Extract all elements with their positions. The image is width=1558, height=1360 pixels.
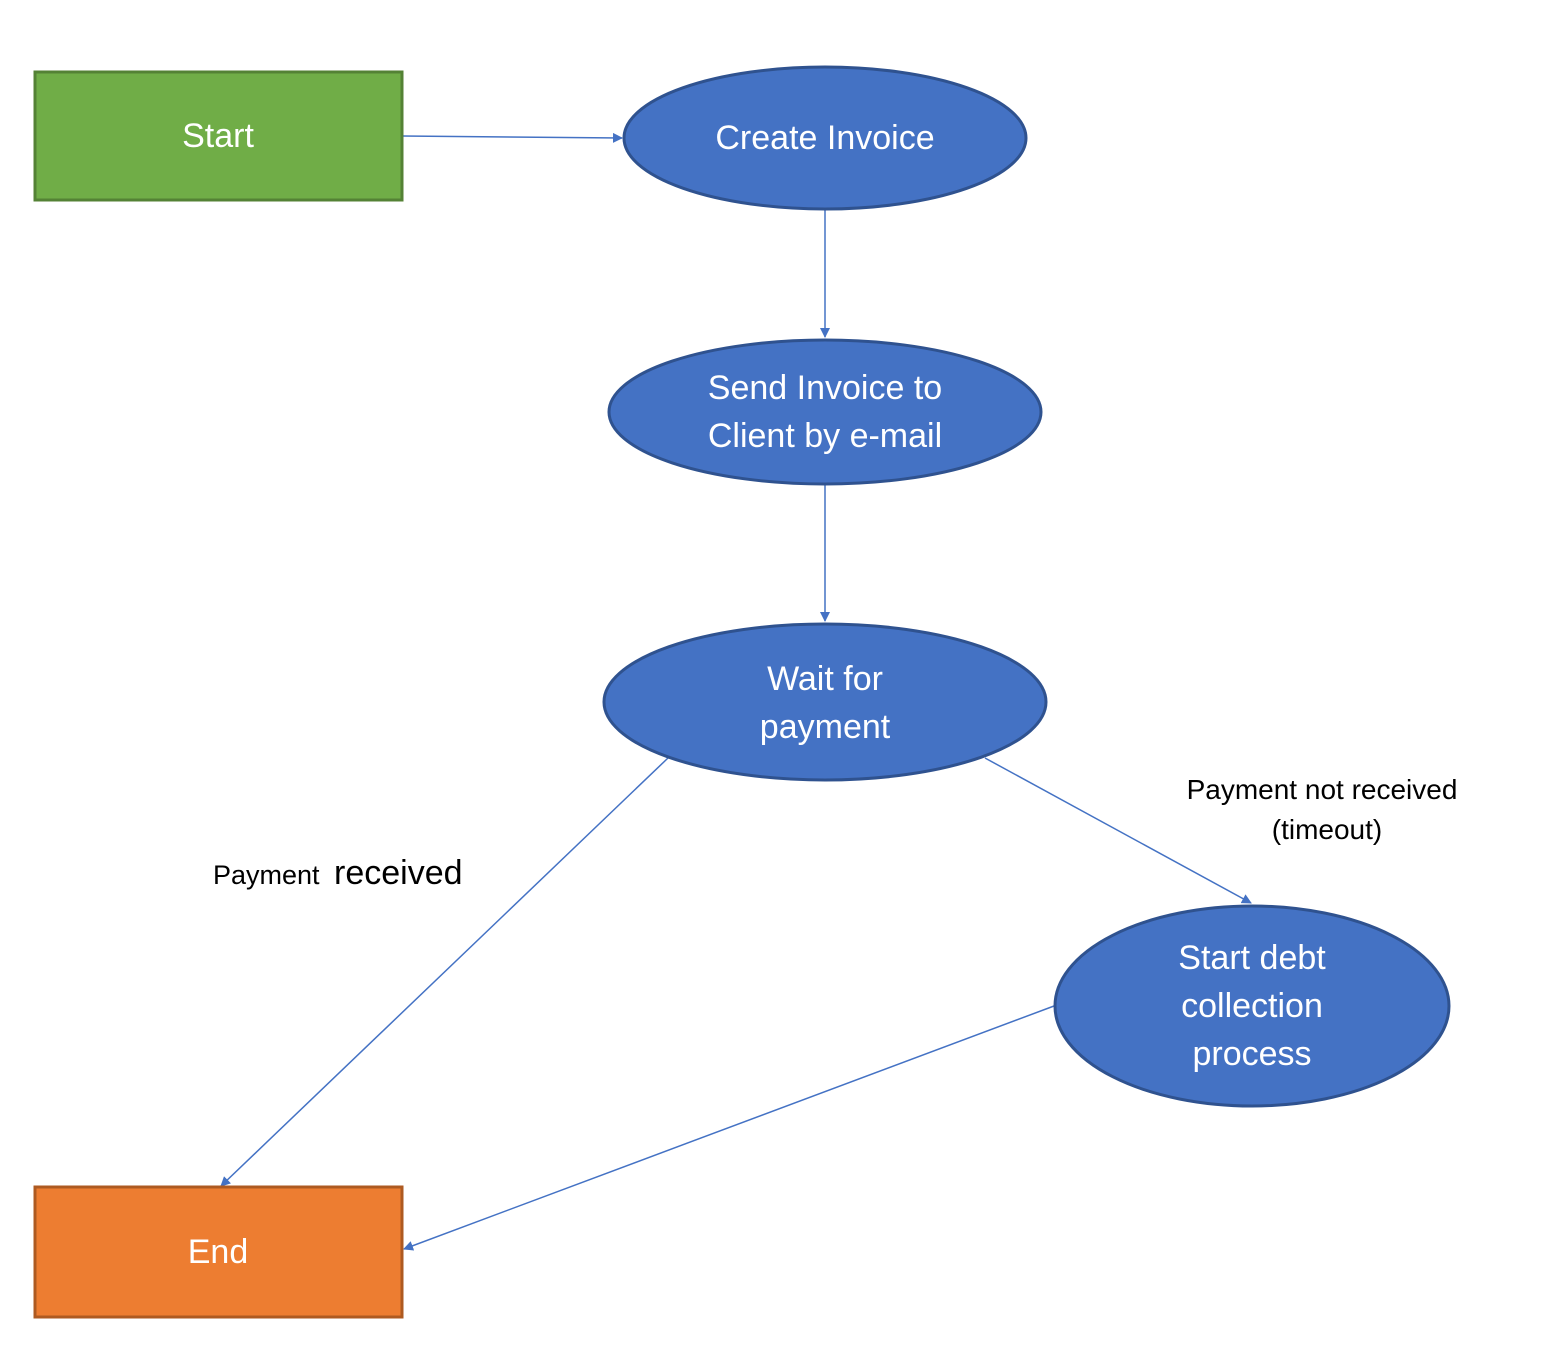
payment-received-label-part2: received	[334, 854, 463, 892]
start-box	[33, 70, 404, 202]
end-label: End	[188, 1233, 249, 1271]
edge-start-to-create-invoice	[401, 132, 623, 143]
node-send-invoice: Send Invoice to Client by e-mail	[607, 338, 1043, 486]
payment-not-received-label-line2: (timeout)	[1272, 814, 1382, 845]
end-box	[33, 1185, 404, 1319]
send-invoice-ellipse	[607, 338, 1043, 486]
wait-payment-label-line2: payment	[760, 708, 891, 746]
node-create-invoice: Create Invoice	[622, 65, 1028, 211]
node-start: Start	[33, 70, 404, 202]
create-invoice-ellipse	[622, 65, 1028, 211]
edge-wait-to-end	[220, 757, 669, 1187]
wait-payment-label-line1: Wait for	[767, 660, 883, 698]
payment-received-label: Payment received	[213, 854, 463, 892]
start-label: Start	[182, 117, 254, 155]
node-wait-payment: Wait for payment	[602, 622, 1048, 782]
edges	[220, 132, 1252, 1251]
send-invoice-label-line1: Send Invoice to	[708, 369, 942, 407]
edge-wait-to-debt-collection	[984, 757, 1252, 904]
edge-debt-collection-to-end	[403, 1005, 1055, 1251]
create-invoice-label: Create Invoice	[715, 119, 934, 157]
wait-payment-ellipse	[602, 622, 1048, 782]
node-debt-collection: Start debt collection process	[1053, 904, 1451, 1108]
debt-collection-label-line3: process	[1192, 1035, 1311, 1073]
debt-collection-label-line2: collection	[1181, 987, 1323, 1025]
node-end: End	[33, 1185, 404, 1319]
debt-collection-ellipse	[1053, 904, 1451, 1108]
payment-received-label-part1: Payment	[213, 860, 320, 890]
payment-not-received-label-line1: Payment not received	[1187, 774, 1458, 805]
edge-labels: Payment received Payment not received (t…	[213, 774, 1457, 892]
debt-collection-label-line1: Start debt	[1178, 939, 1326, 977]
send-invoice-label-line2: Client by e-mail	[708, 417, 942, 455]
